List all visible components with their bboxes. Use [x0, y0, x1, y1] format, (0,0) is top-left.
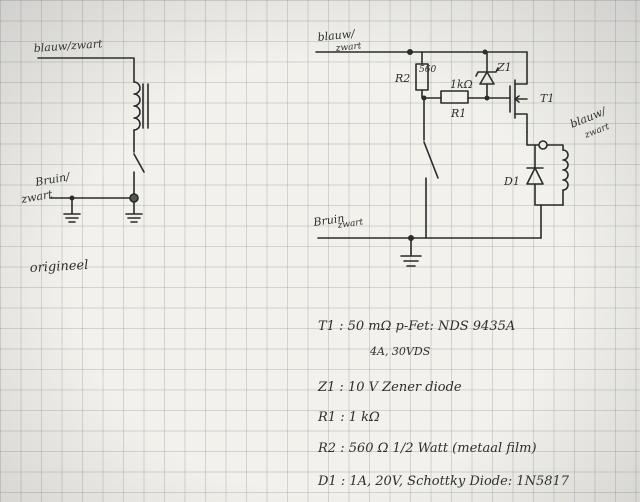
label-r1-value: 1kΩ	[450, 78, 473, 91]
terminal-output	[538, 140, 548, 150]
label-brown-black-1: Bruin	[312, 212, 346, 229]
coil-left	[133, 81, 141, 131]
zener-diode-z1	[479, 71, 495, 85]
label-original: origineel	[29, 258, 88, 276]
label-t1: T1	[540, 92, 554, 105]
diode-d1	[526, 167, 544, 185]
new-circuit: blauw/ zwart 560 R2 1kΩ R1 Z1 T1	[312, 27, 611, 267]
ground-symbol-left-1	[63, 197, 81, 223]
note-r1: R1 : 1 kΩ	[317, 410, 380, 425]
label-d1: D1	[503, 175, 520, 188]
note-z1: Z1 : 10 V Zener diode	[317, 380, 462, 395]
coil-right	[562, 149, 569, 191]
label-brown-line1: Bruin/	[33, 170, 72, 189]
label-blue-black-top-2: zwart	[334, 41, 362, 54]
label-r2: R2	[394, 72, 410, 85]
ground-symbol-right	[400, 237, 422, 267]
switch-right	[423, 141, 439, 179]
label-r1: R1	[450, 107, 466, 120]
terminal-left	[129, 193, 139, 203]
label-blue-black-top-1: blauw/	[317, 27, 357, 44]
label-brown-line2: zwart	[19, 188, 54, 207]
note-t1: T1 : 50 mΩ p-Fet: NDS 9435A	[318, 319, 515, 334]
label-blue-black-wire-left: blauw/zwart	[33, 37, 103, 55]
note-r2: R2 : 560 Ω 1/2 Watt (metaal film)	[317, 441, 537, 456]
ground-symbol-left-2	[125, 201, 143, 223]
resistor-r1	[440, 90, 469, 104]
label-z1: Z1	[496, 61, 512, 74]
component-notes: T1 : 50 mΩ p-Fet: NDS 9435A 4A, 30VDS Z1…	[317, 319, 570, 489]
wire-top-left	[37, 57, 135, 83]
r2-value: 560	[419, 65, 436, 75]
original-circuit: blauw/zwart Bruin/ zwart origineel	[19, 37, 149, 276]
note-d1: D1 : 1A, 20V, Schottky Diode: 1N5817	[317, 474, 570, 489]
switch-left	[133, 153, 145, 173]
label-brown-black-2: zwart	[336, 217, 364, 231]
note-t1-rating: 4A, 30VDS	[369, 345, 431, 358]
